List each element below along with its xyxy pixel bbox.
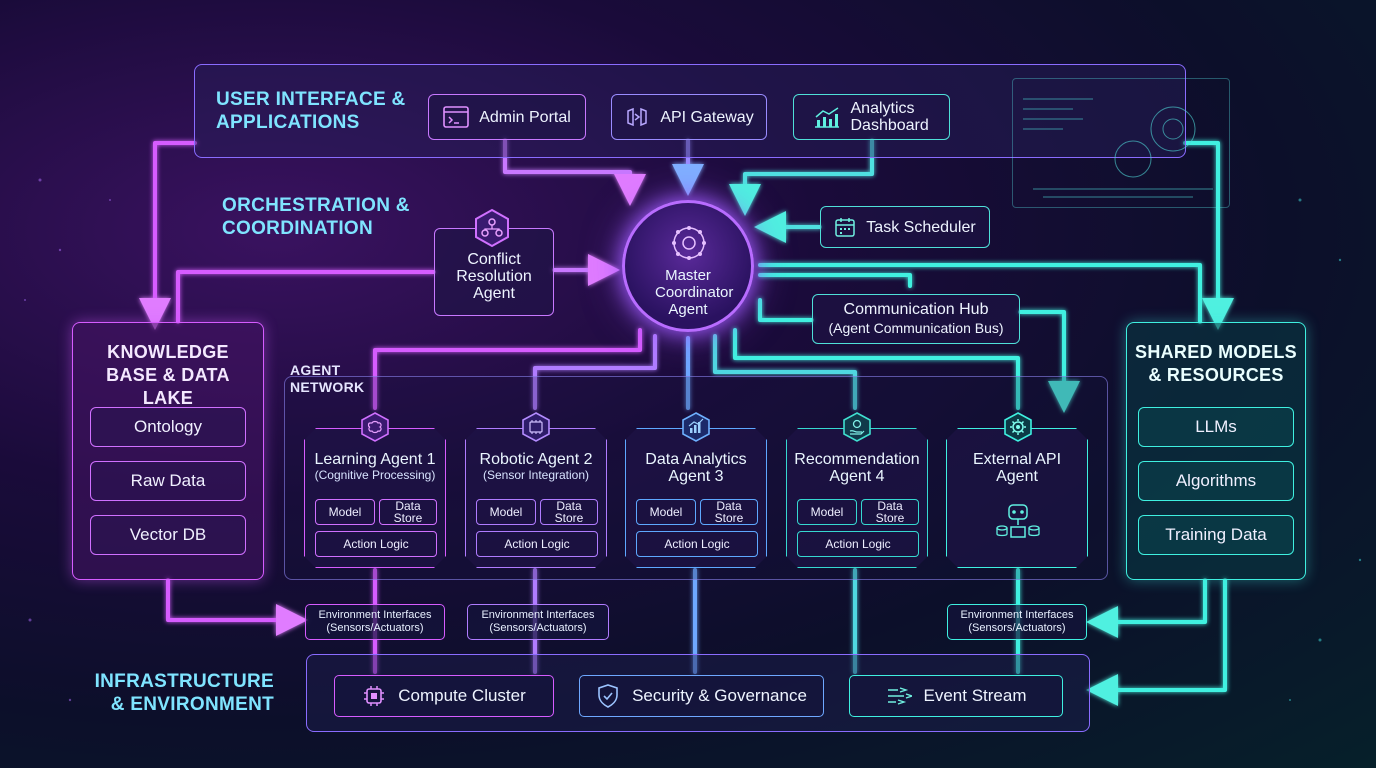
conflict-resolution-agent[interactable]: Conflict Resolution Agent — [434, 228, 554, 316]
env-title: Environment Interfaces — [481, 609, 595, 621]
knowledge-item-raw-data[interactable]: Raw Data — [90, 461, 246, 501]
infra-section-title: INFRASTRUCTURE & ENVIRONMENT — [94, 671, 274, 715]
agent-data-store-chip[interactable]: Data Store — [700, 499, 758, 525]
master-coordinator-label: Master Coordinator Agent — [655, 267, 734, 318]
knowledge-item-ontology[interactable]: Ontology — [90, 407, 246, 447]
communication-hub[interactable]: Communication Hub (Agent Communication B… — [812, 294, 1020, 344]
hand-gear-icon — [842, 412, 872, 442]
agent-title: Learning Agent 1(Cognitive Processing) — [314, 451, 436, 482]
data-analytics-agent-3[interactable]: Data Analytics Agent 3 Model Data Store … — [625, 428, 767, 568]
agent-network-title: AGENT NETWORK — [290, 362, 365, 395]
calendar-icon — [834, 216, 856, 238]
event-stream-button[interactable]: Event Stream — [849, 675, 1063, 717]
agent-model-chip[interactable]: Model — [315, 499, 375, 525]
shared-section-title: SHARED MODELS & RESOURCES — [1135, 342, 1297, 385]
bar-chart-icon — [681, 412, 711, 442]
analytics-dashboard-label: Analytics Dashboard — [850, 100, 929, 134]
ui-section-title: USER INTERFACE & APPLICATIONS — [216, 89, 406, 133]
analytics-dashboard-button[interactable]: Analytics Dashboard — [793, 94, 950, 140]
agent-title: Robotic Agent 2(Sensor Integration) — [479, 451, 593, 482]
compute-cluster-label: Compute Cluster — [398, 686, 526, 705]
admin-portal-label: Admin Portal — [479, 108, 571, 126]
network-globe-icon — [671, 225, 707, 261]
shared-item-algorithms[interactable]: Algorithms — [1138, 461, 1294, 501]
communication-hub-title: Communication Hub — [843, 301, 989, 318]
compute-cluster-button[interactable]: Compute Cluster — [334, 675, 554, 717]
api-gateway-button[interactable]: API Gateway — [611, 94, 767, 140]
chip-icon — [521, 412, 551, 442]
agent-data-store-chip[interactable]: Data Store — [861, 499, 919, 525]
environment-interface-1[interactable]: Environment Interfaces (Sensors/Actuator… — [305, 604, 445, 640]
shared-item-training-data[interactable]: Training Data — [1138, 515, 1294, 555]
security-governance-button[interactable]: Security & Governance — [579, 675, 824, 717]
robot-database-icon — [995, 501, 1041, 541]
agent-data-store-chip[interactable]: Data Store — [540, 499, 598, 525]
environment-interface-3[interactable]: Environment Interfaces (Sensors/Actuator… — [947, 604, 1087, 640]
knowledge-section-title: KNOWLEDGE BASE & DATA LAKE — [106, 342, 230, 408]
agent-model-chip[interactable]: Model — [797, 499, 857, 525]
network-icon — [472, 208, 512, 248]
agent-action-logic-chip[interactable]: Action Logic — [636, 531, 758, 557]
env-title: Environment Interfaces — [960, 609, 1074, 621]
env-title: Environment Interfaces — [318, 609, 432, 621]
event-stream-label: Event Stream — [923, 686, 1027, 705]
env-sub: (Sensors/Actuators) — [968, 622, 1066, 634]
agent-model-chip[interactable]: Model — [476, 499, 536, 525]
agent-model-chip[interactable]: Model — [636, 499, 696, 525]
master-coordinator-agent[interactable]: Master Coordinator Agent — [622, 200, 754, 332]
conflict-resolution-label: Conflict Resolution Agent — [456, 250, 532, 302]
stream-icon — [886, 686, 912, 706]
agent-title: Data Analytics Agent 3 — [645, 451, 747, 485]
agent-title: External API Agent — [972, 451, 1062, 485]
environment-interface-2[interactable]: Environment Interfaces (Sensors/Actuator… — [467, 604, 609, 640]
gear-icon — [1003, 412, 1033, 442]
orchestration-section-title: ORCHESTRATION & COORDINATION — [222, 195, 410, 239]
brain-icon — [360, 412, 390, 442]
line-chart-icon — [813, 105, 841, 129]
learning-agent-1[interactable]: Learning Agent 1(Cognitive Processing) M… — [304, 428, 446, 568]
agent-action-logic-chip[interactable]: Action Logic — [476, 531, 598, 557]
admin-portal-button[interactable]: Admin Portal — [428, 94, 586, 140]
gateway-icon — [624, 105, 650, 129]
agent-action-logic-chip[interactable]: Action Logic — [315, 531, 437, 557]
recommendation-agent-4[interactable]: Recommendation Agent 4 Model Data Store … — [786, 428, 928, 568]
communication-hub-sub: (Agent Communication Bus) — [828, 320, 1004, 336]
env-sub: (Sensors/Actuators) — [326, 622, 424, 634]
external-api-agent[interactable]: External API Agent — [946, 428, 1088, 568]
env-sub: (Sensors/Actuators) — [489, 622, 587, 634]
terminal-icon — [443, 106, 470, 128]
hud-screen-graphic — [1012, 78, 1230, 208]
security-governance-label: Security & Governance — [632, 686, 807, 705]
agent-title: Recommendation Agent 4 — [794, 451, 920, 485]
task-scheduler-label: Task Scheduler — [866, 218, 976, 236]
api-gateway-label: API Gateway — [660, 108, 754, 126]
cpu-icon — [362, 684, 386, 708]
shield-icon — [596, 683, 620, 709]
knowledge-item-vector-db[interactable]: Vector DB — [90, 515, 246, 555]
agent-action-logic-chip[interactable]: Action Logic — [797, 531, 919, 557]
shared-item-llms[interactable]: LLMs — [1138, 407, 1294, 447]
agent-data-store-chip[interactable]: Data Store — [379, 499, 437, 525]
robotic-agent-2[interactable]: Robotic Agent 2(Sensor Integration) Mode… — [465, 428, 607, 568]
task-scheduler-button[interactable]: Task Scheduler — [820, 206, 990, 248]
